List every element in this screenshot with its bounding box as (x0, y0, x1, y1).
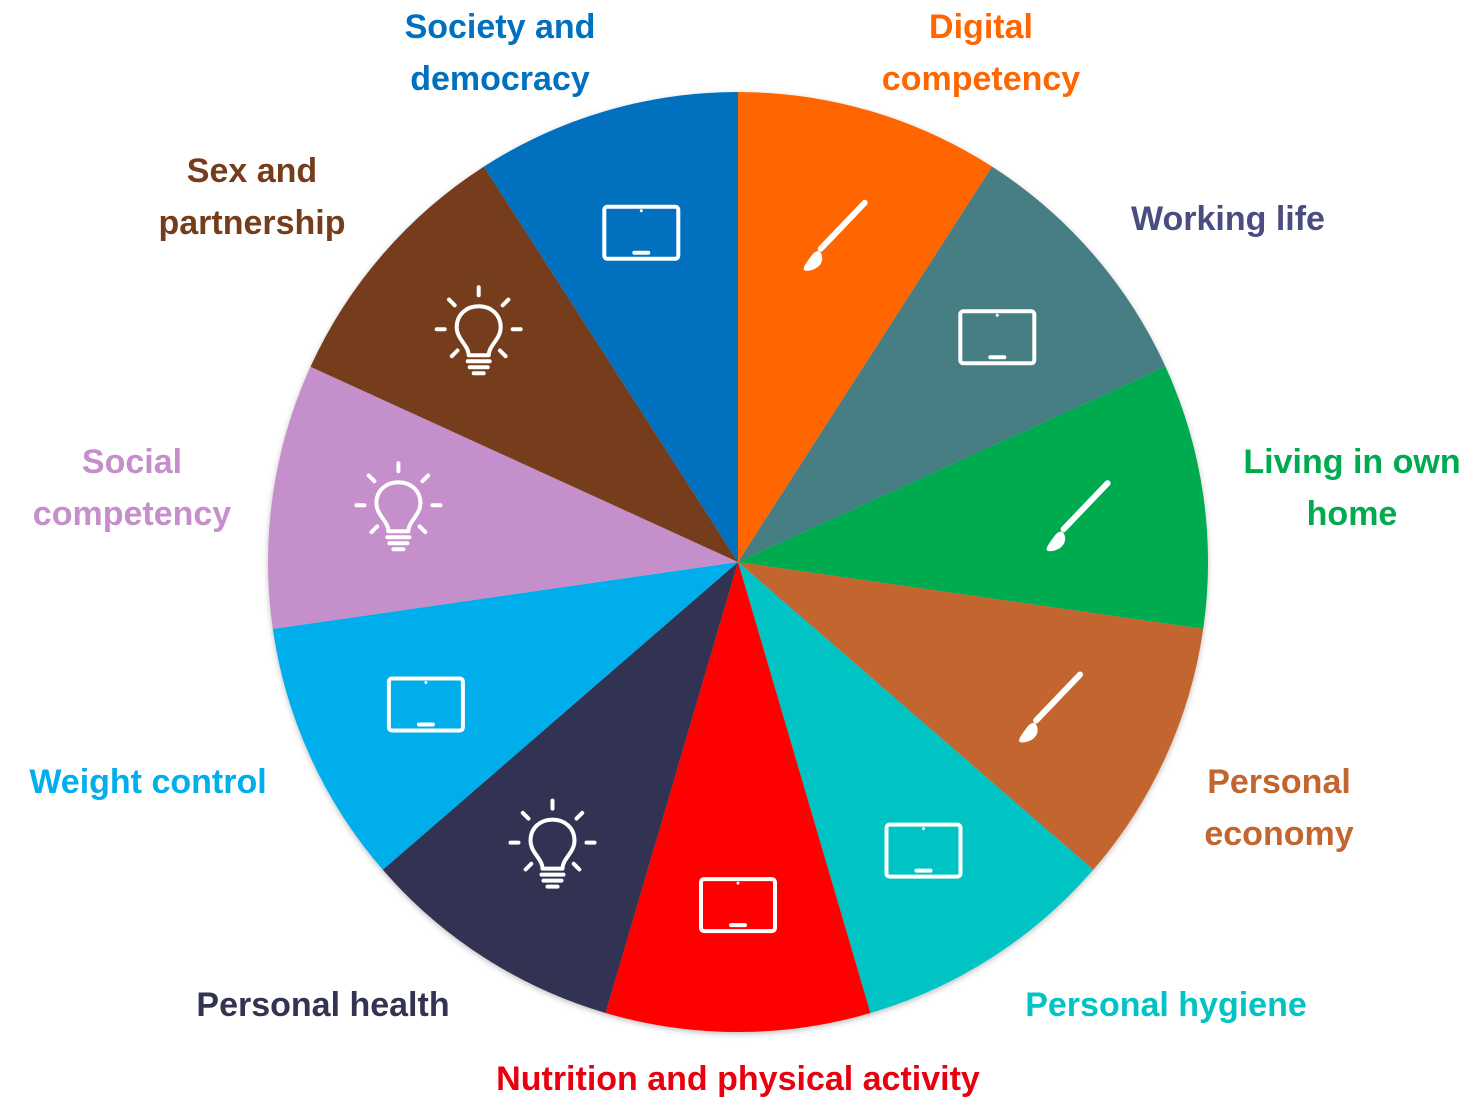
segment-label: Digital competency (882, 8, 1080, 98)
segment-label-line: Weight control (29, 763, 266, 801)
segment-label-line: democracy (410, 60, 590, 98)
wheel-segment (738, 562, 1094, 1013)
wheel-segment (605, 562, 871, 1032)
segment-label: Nutrition and physical activity (496, 1060, 980, 1098)
segment-label: Working life (1131, 200, 1325, 238)
wheel-segment (272, 562, 738, 870)
lightbulb-icon (354, 461, 443, 552)
tablet-icon (958, 309, 1037, 366)
segment-label: Personal hygiene (1025, 986, 1307, 1024)
lightbulb-icon (508, 798, 597, 889)
segment-label-line: economy (1204, 815, 1353, 853)
tablet-icon (699, 877, 777, 934)
segment-label-line: Living in own (1243, 443, 1460, 481)
paintbrush-icon (803, 199, 868, 271)
paintbrush-icon (1019, 671, 1084, 743)
segment-label: Sex and partnership (158, 152, 345, 242)
segment-label-line: Personal (1207, 763, 1351, 801)
tablet-icon (884, 822, 963, 879)
lightbulb-icon (434, 285, 523, 376)
segment-icons (354, 199, 1111, 934)
segment-label: Personal health (196, 986, 449, 1024)
wheel-segment (483, 92, 738, 562)
wheel-segment (738, 92, 993, 562)
segment-label-line: Digital (929, 8, 1033, 46)
tablet-icon (602, 204, 681, 261)
tablet-icon (386, 676, 465, 733)
segment-label: Weight control (29, 763, 266, 801)
wheel-segment (268, 366, 738, 629)
wheel-segment (310, 166, 738, 562)
segment-label: Personal economy (1204, 763, 1353, 853)
segment-label-line: competency (882, 60, 1080, 98)
segment-label: Social competency (33, 443, 231, 533)
segment-label: Society and democracy (405, 8, 596, 98)
wheel-segments (268, 92, 1208, 1032)
wheel-segment (738, 562, 1204, 870)
segment-label-line: Social (82, 443, 182, 481)
segment-label-line: Nutrition and physical activity (496, 1060, 980, 1098)
wheel-segment (738, 366, 1208, 629)
segment-label-line: Personal health (196, 986, 449, 1024)
segment-label-line: competency (33, 495, 231, 533)
segment-label: Living in own home (1243, 443, 1460, 533)
wheel-segment (738, 166, 1166, 562)
segment-label-line: Sex and (187, 152, 317, 190)
segment-label-line: home (1307, 495, 1398, 533)
wheel-segment (382, 562, 738, 1013)
segment-label-line: partnership (158, 204, 345, 242)
segment-label-line: Society and (405, 8, 596, 46)
segment-label-line: Working life (1131, 200, 1325, 238)
segment-label-line: Personal hygiene (1025, 986, 1307, 1024)
paintbrush-icon (1046, 480, 1111, 552)
